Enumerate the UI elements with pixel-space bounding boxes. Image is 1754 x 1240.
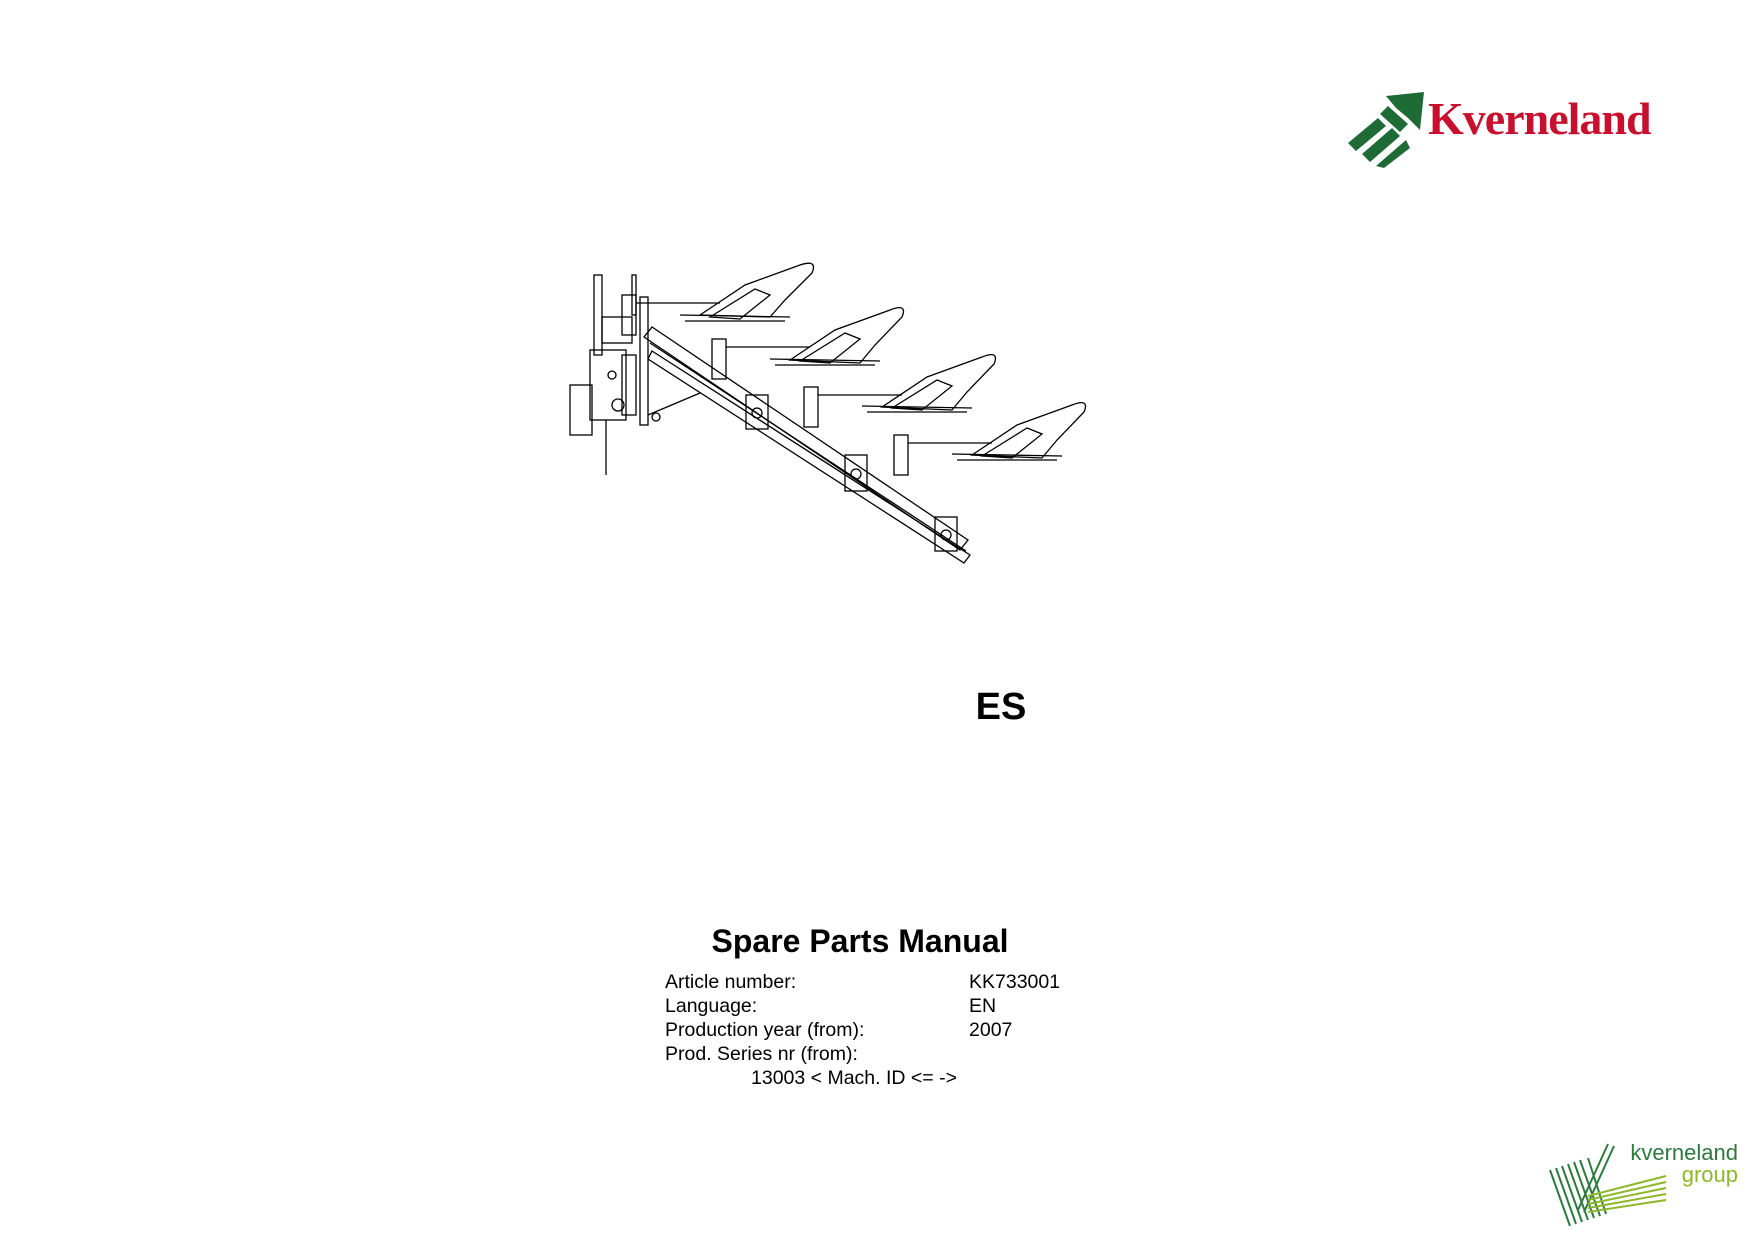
model-title-text: ES bbox=[975, 686, 1027, 728]
brand-name: Kverneland bbox=[1428, 93, 1652, 144]
model-title: ES bbox=[0, 686, 1754, 729]
meta-value: KK733001 bbox=[969, 971, 1061, 993]
meta-label: Prod. Series nr (from): bbox=[665, 1043, 858, 1065]
manual-title: Spare Parts Manual bbox=[711, 923, 1009, 959]
reversible-plough-drawing-icon bbox=[569, 262, 1087, 564]
meta-label: Language: bbox=[665, 995, 758, 1017]
arrow-chevron-logo-icon bbox=[1348, 92, 1424, 168]
group-name-line1: kverneland bbox=[1630, 1140, 1738, 1165]
series-number-value: 13003 < Mach. ID <= -> bbox=[751, 1067, 957, 1089]
document-meta-table: Article number: KK733001 Language: EN Pr… bbox=[665, 970, 1060, 1066]
meta-label: Article number: bbox=[665, 971, 797, 993]
kverneland-group-logo: kverneland group bbox=[1548, 1140, 1738, 1226]
group-name-line2: group bbox=[1681, 1162, 1738, 1187]
meta-label: Production year (from): bbox=[665, 1019, 865, 1041]
kverneland-logo: Kverneland bbox=[1348, 88, 1678, 168]
meta-row-language: Language: EN bbox=[665, 994, 1060, 1018]
group-name: kverneland group bbox=[1630, 1142, 1738, 1186]
striped-field-logo-icon bbox=[1549, 1143, 1667, 1226]
meta-row-article-number: Article number: KK733001 bbox=[665, 970, 1060, 994]
meta-value: 2007 bbox=[969, 1019, 1013, 1041]
meta-row-production-year: Production year (from): 2007 bbox=[665, 1018, 1060, 1042]
meta-row-series-number: Prod. Series nr (from): bbox=[665, 1042, 1060, 1066]
meta-value: EN bbox=[969, 995, 997, 1017]
